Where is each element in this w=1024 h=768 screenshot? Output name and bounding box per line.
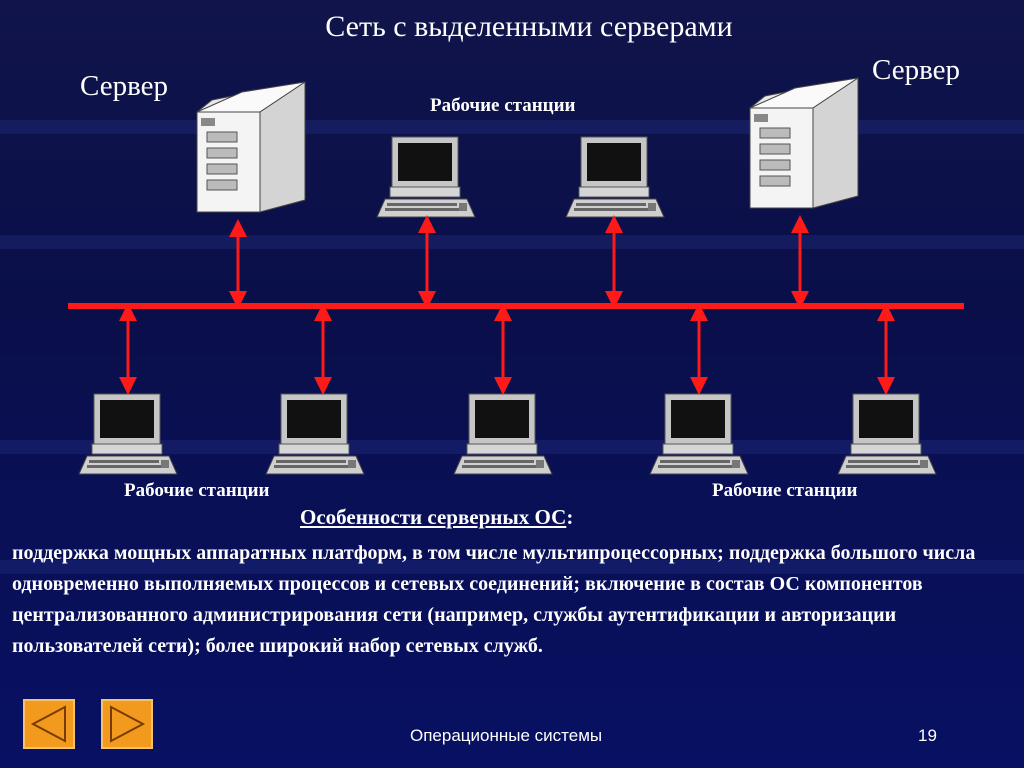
workstation-icon [376,136,476,218]
workstations-bottom-right-label: Рабочие станции [712,480,858,501]
page-number: 19 [918,726,937,745]
workstations-top-label: Рабочие станции [430,95,576,116]
triangle-left-icon [30,705,66,743]
server-left-icon [196,81,306,213]
server-right-icon [749,77,859,209]
workstation-icon [837,393,937,475]
background-stripe [0,235,1024,249]
features-heading-text: Особенности серверных ОС [300,505,567,529]
prev-slide-button[interactable] [23,699,75,749]
workstation-icon [565,136,665,218]
background-stripe [0,560,1024,574]
footer-text: Операционные системы [410,726,603,745]
features-heading-colon: : [566,505,574,529]
next-slide-button[interactable] [101,699,153,749]
features-heading: Особенности серверных ОС: [300,505,573,530]
server-right-label: Сервер [872,54,960,86]
workstation-icon [265,393,365,475]
server-left-label: Сервер [80,70,168,102]
triangle-right-icon [110,705,146,743]
workstation-icon [453,393,553,475]
features-body: поддержка мощных аппаратных платформ, в … [12,542,976,657]
workstations-bottom-left-label: Рабочие станции [124,480,270,501]
workstation-icon [78,393,178,475]
slide-title: Сеть с выделенными серверами [325,10,733,43]
workstation-icon [649,393,749,475]
